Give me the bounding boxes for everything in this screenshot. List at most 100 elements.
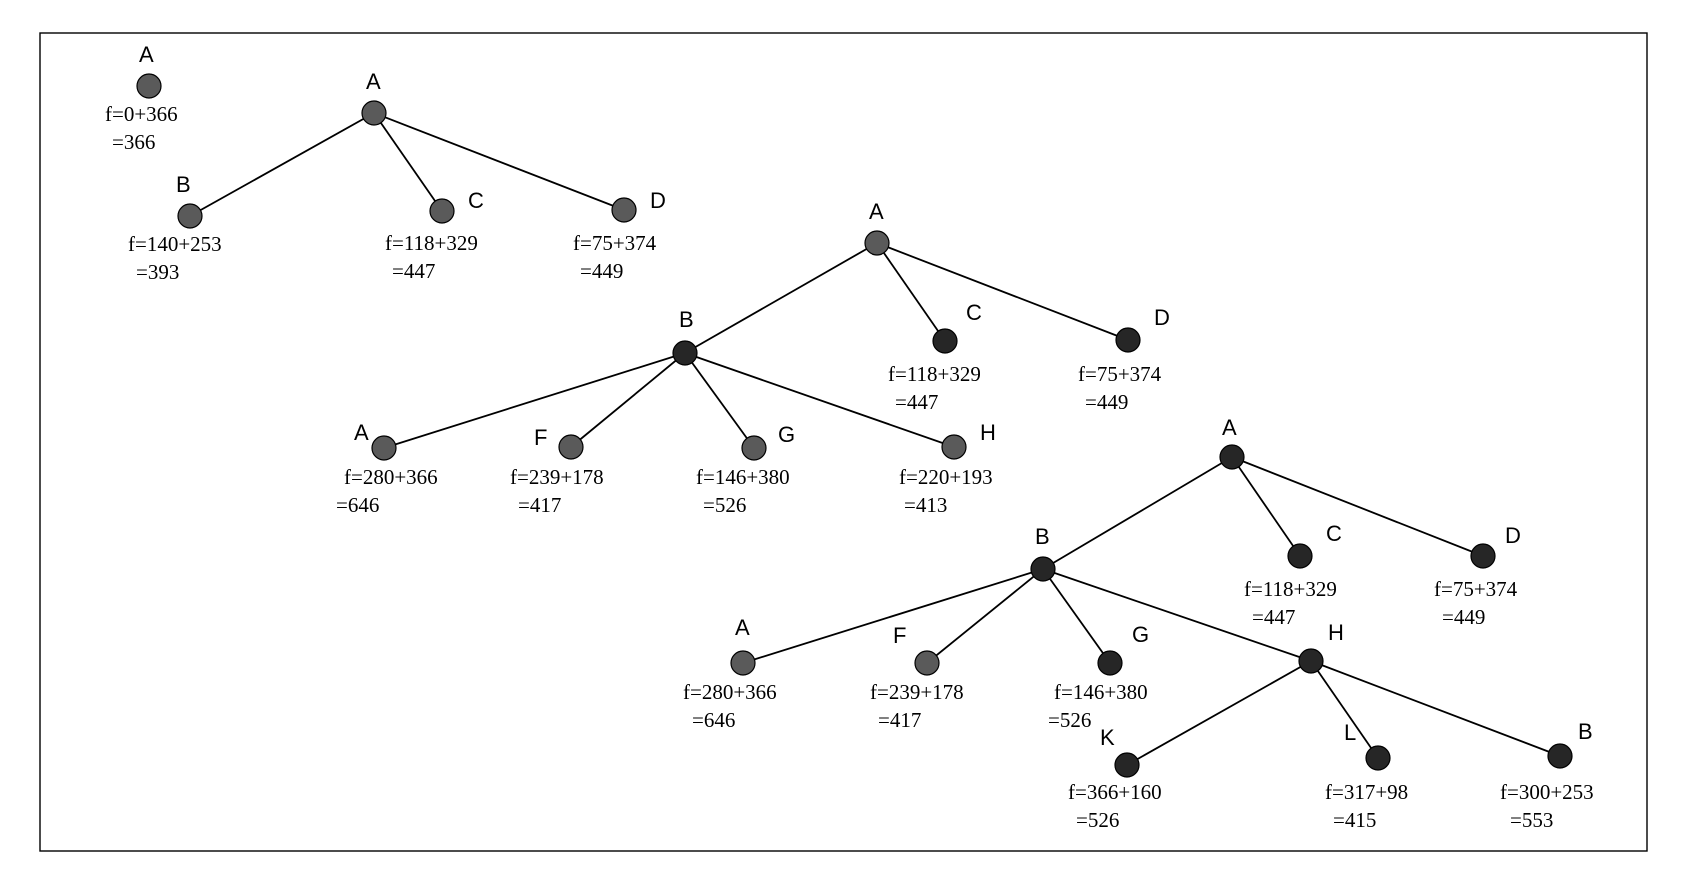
tree-node: Cf=118+329 =447 bbox=[1244, 521, 1342, 629]
node-f-total: =526 bbox=[703, 493, 746, 517]
tree-node: Df=75+374=449 bbox=[573, 188, 666, 283]
diagram-frame bbox=[39, 32, 1648, 852]
node-letter: A bbox=[139, 42, 154, 67]
node-circle bbox=[1547, 743, 1573, 769]
tree-edge bbox=[570, 352, 686, 448]
node-circle bbox=[177, 203, 203, 229]
tree-node: A bbox=[864, 199, 890, 256]
tree-node: Ff=239+178 =417 bbox=[870, 623, 964, 732]
node-circle bbox=[941, 434, 967, 460]
tree-edge bbox=[1231, 456, 1484, 557]
tree-edge bbox=[1231, 456, 1301, 557]
node-f-expression: f=317+98 bbox=[1325, 780, 1408, 804]
node-f-total: =646 bbox=[336, 493, 379, 517]
node-f-total: =393 bbox=[136, 260, 179, 284]
node-letter: B bbox=[679, 307, 694, 332]
node-f-total: =449 bbox=[1085, 390, 1128, 414]
tree-node: Cf=118+329=447 bbox=[385, 188, 484, 283]
tree-edge bbox=[373, 112, 625, 211]
tree-edge bbox=[373, 112, 443, 212]
node-letter: K bbox=[1100, 725, 1115, 750]
tree-node: H bbox=[1298, 620, 1344, 674]
tree-node: Bf=300+253=553 bbox=[1500, 719, 1594, 832]
node-f-expression: f=239+178 bbox=[870, 680, 964, 704]
node-circle bbox=[1097, 650, 1123, 676]
tree-node: A bbox=[1219, 415, 1245, 470]
node-f-total: =449 bbox=[1442, 605, 1485, 629]
tree-edge bbox=[1042, 568, 1111, 664]
node-circle bbox=[611, 197, 637, 223]
tree-edge bbox=[684, 352, 955, 448]
node-f-expression: f=239+178 bbox=[510, 465, 604, 489]
node-f-total: =447 bbox=[392, 259, 435, 283]
node-letter: A bbox=[354, 420, 369, 445]
tree-node: Gf=146+380 =526 bbox=[696, 422, 795, 517]
node-f-total: =413 bbox=[904, 493, 947, 517]
edges-layer bbox=[189, 112, 1561, 766]
tree-edge bbox=[684, 242, 878, 354]
tree-node: Af=280+366 =646 bbox=[336, 420, 438, 517]
node-f-total: =417 bbox=[878, 708, 921, 732]
tree-node: Af=0+366 =366 bbox=[105, 42, 178, 154]
tree-edge bbox=[684, 352, 755, 449]
tree-node: Gf=146+380 =526 bbox=[1048, 622, 1149, 732]
tree-edge bbox=[1126, 660, 1312, 766]
node-f-total: =447 bbox=[1252, 605, 1295, 629]
tree-edge bbox=[742, 568, 1044, 664]
node-circle bbox=[558, 434, 584, 460]
node-letter: C bbox=[468, 188, 484, 213]
node-letter: H bbox=[1328, 620, 1344, 645]
node-letter: F bbox=[893, 623, 906, 648]
node-f-expression: f=75+374 bbox=[573, 231, 657, 255]
node-f-expression: f=118+329 bbox=[1244, 577, 1337, 601]
node-f-expression: f=146+380 bbox=[1054, 680, 1148, 704]
node-circle bbox=[1298, 648, 1324, 674]
node-circle bbox=[371, 435, 397, 461]
tree-node: A bbox=[361, 69, 387, 126]
node-letter: D bbox=[650, 188, 666, 213]
tree-node: Af=280+366=646 bbox=[683, 615, 777, 732]
node-letter: B bbox=[176, 172, 191, 197]
node-f-total: =553 bbox=[1510, 808, 1553, 832]
node-circle bbox=[864, 230, 890, 256]
node-f-total: =366 bbox=[112, 130, 155, 154]
node-letter: F bbox=[534, 425, 547, 450]
node-circle bbox=[932, 328, 958, 354]
node-f-expression: f=300+253 bbox=[1500, 780, 1594, 804]
node-letter: A bbox=[1222, 415, 1237, 440]
node-circle bbox=[361, 100, 387, 126]
node-letter: A bbox=[735, 615, 750, 640]
node-circle bbox=[672, 340, 698, 366]
node-f-total: =447 bbox=[895, 390, 938, 414]
tree-node: B bbox=[1030, 524, 1056, 582]
node-letter: C bbox=[966, 300, 982, 325]
node-f-expression: f=75+374 bbox=[1434, 577, 1518, 601]
node-circle bbox=[1114, 752, 1140, 778]
node-f-total: =417 bbox=[518, 493, 561, 517]
tree-node: Bf=140+253=393 bbox=[128, 172, 222, 284]
node-letter: B bbox=[1035, 524, 1050, 549]
tree-edge bbox=[926, 568, 1044, 664]
node-f-expression: f=0+366 bbox=[105, 102, 178, 126]
node-circle bbox=[1470, 543, 1496, 569]
node-circle bbox=[730, 650, 756, 676]
node-circle bbox=[1115, 327, 1141, 353]
tree-node: Df=75+374=449 bbox=[1078, 305, 1170, 414]
tree-edge bbox=[1310, 660, 1379, 759]
node-f-total: =526 bbox=[1048, 708, 1091, 732]
node-f-expression: f=75+374 bbox=[1078, 362, 1162, 386]
tree-edge bbox=[1042, 456, 1233, 570]
tree-node: Kf=366+160=526 bbox=[1068, 725, 1162, 832]
tree-edge bbox=[189, 112, 375, 217]
tree-node: Hf=220+193=413 bbox=[899, 420, 996, 517]
node-letter: A bbox=[366, 69, 381, 94]
node-f-expression: f=146+380 bbox=[696, 465, 790, 489]
node-letter: C bbox=[1326, 521, 1342, 546]
tree-node: Df=75+374=449 bbox=[1434, 523, 1521, 629]
tree-node: Cf=118+329=447 bbox=[888, 300, 982, 414]
tree-edge bbox=[1310, 660, 1561, 757]
node-letter: G bbox=[778, 422, 795, 447]
node-f-expression: f=280+366 bbox=[344, 465, 438, 489]
node-letter: G bbox=[1132, 622, 1149, 647]
node-f-total: =415 bbox=[1333, 808, 1376, 832]
